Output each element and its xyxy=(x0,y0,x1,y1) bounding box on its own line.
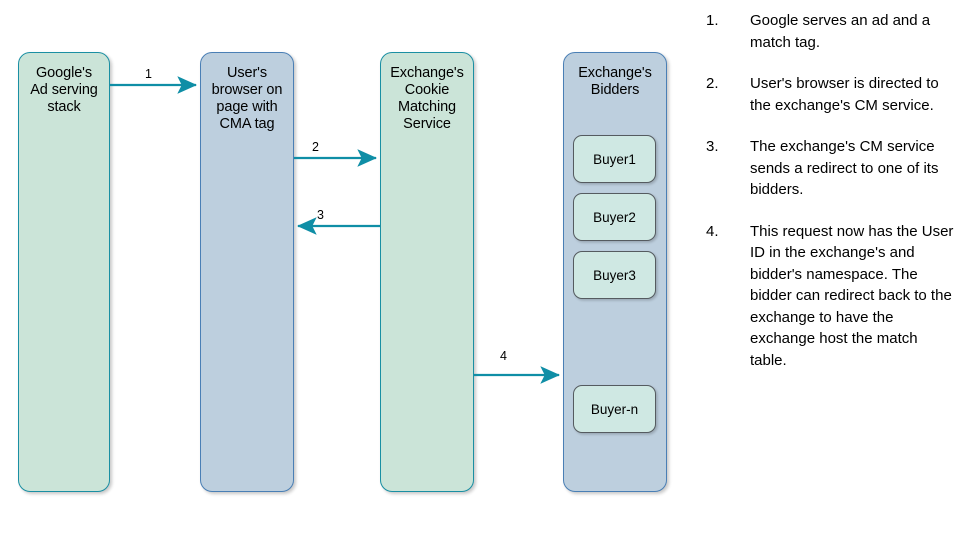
buyer-label: Buyer3 xyxy=(593,267,636,283)
lane-title-user-browser: User's browser on page with CMA tag xyxy=(211,65,283,132)
buyer-box-buyer3[interactable]: Buyer3 xyxy=(573,251,656,299)
step-item-2: 2. User's browser is directed to the exc… xyxy=(706,73,954,116)
arrow-3-label: 3 xyxy=(317,208,324,222)
step-number: 2. xyxy=(706,75,719,92)
lane-user-browser[interactable]: User's browser on page with CMA tag xyxy=(200,52,294,492)
step-text: This request now has the User ID in the … xyxy=(750,222,954,369)
arrow-2-label: 2 xyxy=(312,140,319,154)
step-number: 3. xyxy=(706,138,719,155)
lane-title-google: Google's Ad serving stack xyxy=(30,65,98,115)
step-text: The exchange's CM service sends a redire… xyxy=(750,138,939,198)
step-item-4: 4. This request now has the User ID in t… xyxy=(706,221,954,372)
buyer-box-buyer2[interactable]: Buyer2 xyxy=(573,193,656,241)
step-item-1: 1. Google serves an ad and a match tag. xyxy=(706,10,954,53)
buyer-label: Buyer-n xyxy=(590,401,639,417)
step-text: User's browser is directed to the exchan… xyxy=(750,75,939,114)
step-text: Google serves an ad and a match tag. xyxy=(750,12,931,51)
buyer-box-buyer-n[interactable]: Buyer-n xyxy=(573,385,656,433)
step-number: 1. xyxy=(706,12,719,29)
buyer-label: Buyer1 xyxy=(593,151,636,167)
lane-google-ad-serving-stack[interactable]: Google's Ad serving stack xyxy=(18,52,110,492)
buyer-label: Buyer2 xyxy=(593,209,636,225)
buyer-box-buyer1[interactable]: Buyer1 xyxy=(573,135,656,183)
lane-exchange-cookie-matching-service[interactable]: Exchange's Cookie Matching Service xyxy=(380,52,474,492)
step-item-3: 3. The exchange's CM service sends a red… xyxy=(706,136,954,201)
arrow-1-label: 1 xyxy=(145,67,152,81)
lane-title-cm-service: Exchange's Cookie Matching Service xyxy=(390,65,464,132)
lane-title-exchange-bidders: Exchange's Bidders xyxy=(578,65,652,98)
arrow-4-label: 4 xyxy=(500,349,507,363)
steps-list: 1. Google serves an ad and a match tag. … xyxy=(706,10,954,391)
step-number: 4. xyxy=(706,222,719,240)
